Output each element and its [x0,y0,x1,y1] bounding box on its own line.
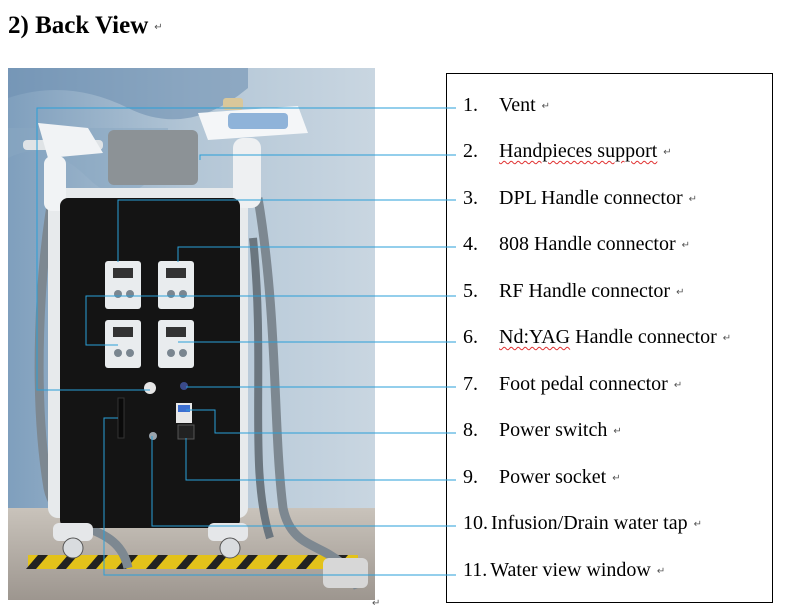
paragraph-mark: ↵ [722,332,732,344]
paragraph-mark: ↵ [663,146,672,158]
section-heading-text: 2) Back View [8,12,149,39]
handpiece-support [108,130,198,185]
machine-body [60,198,240,528]
legend-item-power-socket: 9.Power socket↵ [463,466,621,488]
paragraph-mark: ↵ [656,565,666,577]
paragraph-mark: ↵ [612,472,621,484]
component-legend: 1.Vent↵ 2.Handpieces support↵ 3.DPL Hand… [446,73,773,603]
legend-item-rf-connector: 5.RF Handle connector↵ [463,280,685,302]
legend-item-handpieces-support: 2.Handpieces support↵ [463,140,672,162]
machine-back-illustration [8,68,375,600]
legend-item-ndyag-connector: 6.Nd:YAG Handle connector↵ [463,326,732,348]
paragraph-mark: ↵ [688,193,698,205]
paragraph-mark: ↵ [541,100,551,112]
legend-item-vent: 1.Vent↵ [463,94,551,116]
legend-item-water-tap: 10.Infusion/Drain water tap↵ [463,512,702,534]
legend-item-dpl-connector: 3.DPL Handle connector↵ [463,187,698,209]
paragraph-mark: ↵ [676,286,685,298]
section-heading: 2) Back View ↵ [8,12,163,40]
legend-item-foot-pedal-connector: 7.Foot pedal connector↵ [463,373,683,395]
legend-item-power-switch: 8.Power switch↵ [463,419,622,441]
paragraph-mark: ↵ [372,598,381,609]
paragraph-mark: ↵ [613,425,622,437]
legend-item-808-connector: 4.808 Handle connector↵ [463,233,690,255]
paragraph-mark: ↵ [693,518,702,530]
paragraph-mark: ↵ [681,239,690,251]
paragraph-mark: ↵ [154,21,163,33]
machine-back-photo [8,68,375,600]
paragraph-mark: ↵ [673,379,683,391]
legend-item-water-window: 11.Water view window↵ [463,559,666,581]
